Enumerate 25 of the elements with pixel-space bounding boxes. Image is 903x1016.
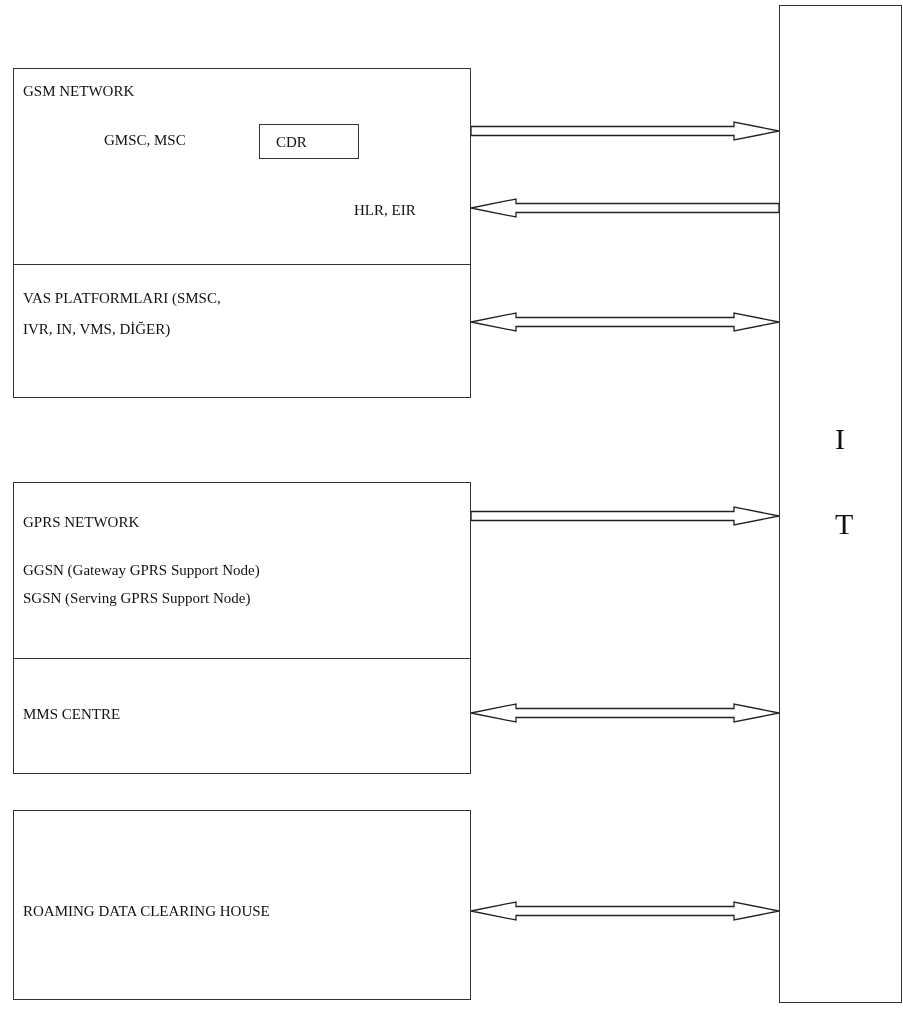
hollow-arrow xyxy=(470,121,780,141)
platform-section xyxy=(13,264,471,398)
letter-label: I xyxy=(835,421,845,457)
node-label: HLR, EIR xyxy=(354,201,416,219)
it-system-box xyxy=(779,5,902,1003)
node-label: GMSC, MSC xyxy=(104,131,186,149)
node-label: VAS PLATFORMLARI (SMSC, IVR, IN, VMS, DİĞER) xyxy=(23,289,222,339)
hollow-arrow xyxy=(470,703,780,723)
network-section xyxy=(13,68,471,266)
hollow-arrow xyxy=(470,198,780,218)
node-label: GGSN (Gateway GPRS Support Node) xyxy=(23,561,260,579)
hollow-arrow xyxy=(470,901,780,921)
node-label: ROAMING DATA CLEARING HOUSE xyxy=(23,902,270,920)
clearing-house-box xyxy=(13,810,471,1000)
section-title: GPRS NETWORK xyxy=(23,513,140,531)
node-label: MMS CENTRE xyxy=(23,705,121,723)
network-section xyxy=(13,482,471,659)
section-title: GSM NETWORK xyxy=(23,82,135,100)
hollow-arrow xyxy=(470,506,780,526)
node-label: SGSN (Serving GPRS Support Node) xyxy=(23,589,251,607)
centre-section xyxy=(13,658,471,774)
letter-label: T xyxy=(835,506,854,542)
cdr-box xyxy=(259,124,359,159)
node-label: CDR xyxy=(276,133,307,151)
hollow-arrow xyxy=(470,312,780,332)
